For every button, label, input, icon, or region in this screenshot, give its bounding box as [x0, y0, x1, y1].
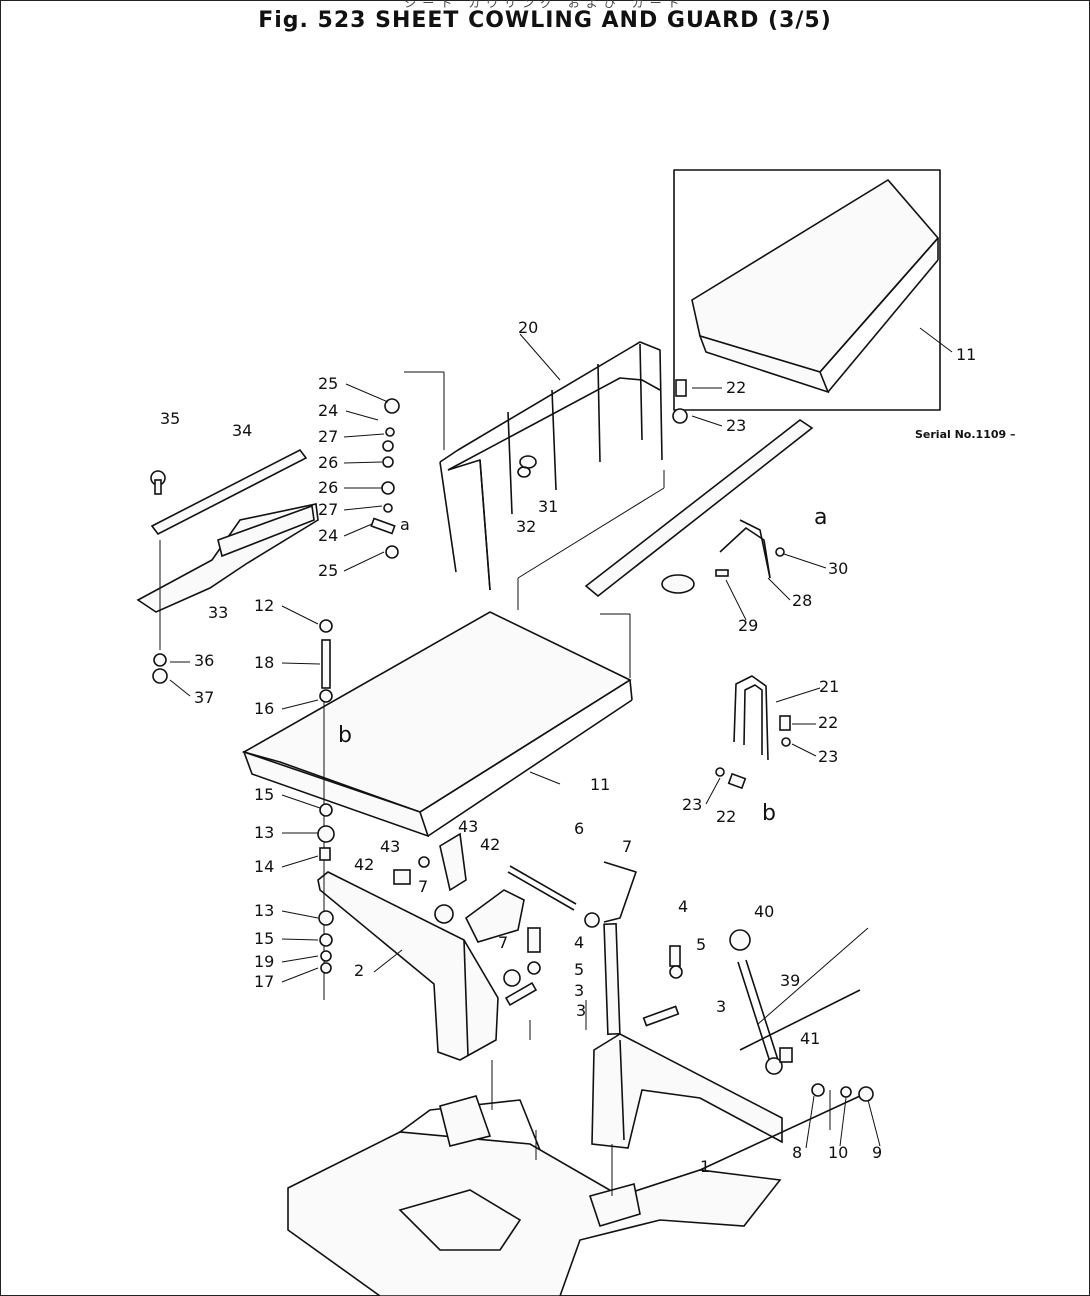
callout-21: 21 — [819, 677, 839, 696]
callout-26a: 26 — [318, 453, 338, 472]
fasteners — [150, 379, 874, 1102]
callout-24b: 24 — [318, 526, 338, 545]
ref-a-left: a — [400, 515, 410, 534]
callout-32: 32 — [516, 517, 536, 536]
callout-34: 34 — [232, 421, 252, 440]
rods — [507, 861, 779, 1063]
serial-note: Serial No.1109 – — [915, 428, 1016, 441]
page-title: Fig. 523 SHEET COWLING AND GUARD (3/5) — [258, 8, 832, 33]
callout-7a: 7 — [622, 837, 632, 856]
callout-11: 11 — [590, 775, 610, 794]
callout-15b: 15 — [254, 929, 274, 948]
callout-35: 35 — [160, 409, 180, 428]
callout-26b: 26 — [318, 478, 338, 497]
callout-39a: 40 — [754, 902, 774, 921]
callout-labels: 20 11 22 23 25 24 27 26 26 27 24 25 a 31… — [160, 318, 976, 1176]
callout-16: 16 — [254, 699, 274, 718]
callout-30: 30 — [828, 559, 848, 578]
callout-22c: 22 — [716, 807, 736, 826]
base-frame — [287, 927, 869, 1296]
callout-5b: 5 — [696, 935, 706, 954]
callout-7c: 7 — [498, 933, 508, 952]
callout-29: 29 — [738, 616, 758, 635]
callout-2: 2 — [354, 961, 364, 980]
callout-37: 37 — [194, 688, 214, 707]
callout-31: 31 — [538, 497, 558, 516]
support-right — [591, 1033, 783, 1149]
callout-27b: 27 — [318, 500, 338, 519]
handle-21 — [733, 675, 769, 761]
callout-9: 9 — [872, 1143, 882, 1162]
inset-box — [673, 169, 941, 411]
callout-1: 1 — [700, 1157, 710, 1176]
callout-4b: 4 — [678, 897, 688, 916]
title-japanese: シート カウリング および ガード — [404, 0, 686, 10]
callout-3b: 3 — [576, 1001, 586, 1020]
callout-12: 12 — [254, 596, 274, 615]
ref-b-right: b — [762, 801, 776, 826]
callout-14: 14 — [254, 857, 274, 876]
callout-15a: 15 — [254, 785, 274, 804]
callout-19: 19 — [254, 952, 274, 971]
callout-20: 20 — [518, 318, 538, 337]
callout-leaders — [169, 383, 881, 1149]
callout-23a: 23 — [726, 416, 746, 435]
callout-22b: 22 — [818, 713, 838, 732]
callout-23b: 23 — [818, 747, 838, 766]
callout-27a: 27 — [318, 427, 338, 446]
callout-28: 28 — [792, 591, 812, 610]
ref-b-left: b — [338, 723, 352, 748]
callout-5a: 5 — [574, 960, 584, 979]
floor-panel — [241, 611, 633, 838]
callout-13a: 13 — [254, 823, 274, 842]
callout-39b: 41 — [800, 1029, 820, 1048]
callout-42: 42 — [354, 855, 374, 874]
callout-41: 43 — [458, 817, 478, 836]
bracket-28 — [661, 519, 771, 594]
callout-22a: 22 — [726, 378, 746, 397]
callout-25a: 25 — [318, 374, 338, 393]
callout-38: 39 — [780, 971, 800, 990]
callout-43: 43 — [380, 837, 400, 856]
callout-13b: 13 — [254, 901, 274, 920]
callout-18: 18 — [254, 653, 274, 672]
callout-10: 10 — [828, 1143, 848, 1162]
callout-40: 42 — [480, 835, 500, 854]
guard-rail — [439, 341, 663, 591]
support-left — [317, 871, 499, 1061]
long-strip — [584, 419, 814, 598]
step-plate-left — [136, 448, 319, 613]
callout-4a: 4 — [574, 933, 584, 952]
brackets-40-41 — [439, 832, 525, 943]
callout-36: 36 — [194, 651, 214, 670]
callout-25b: 25 — [318, 561, 338, 580]
callout-8: 8 — [792, 1143, 802, 1162]
callout-17: 17 — [254, 972, 274, 991]
callout-7b: 7 — [418, 877, 428, 896]
callout-24a: 24 — [318, 401, 338, 420]
ref-a-right: a — [814, 505, 827, 530]
callout-23c: 23 — [682, 795, 702, 814]
callout-3a: 3 — [574, 981, 584, 1000]
callout-3c: 3 — [716, 997, 726, 1016]
callout-33: 33 — [208, 603, 228, 622]
callout-11-inset: 11 — [956, 345, 976, 364]
callout-6: 6 — [574, 819, 584, 838]
